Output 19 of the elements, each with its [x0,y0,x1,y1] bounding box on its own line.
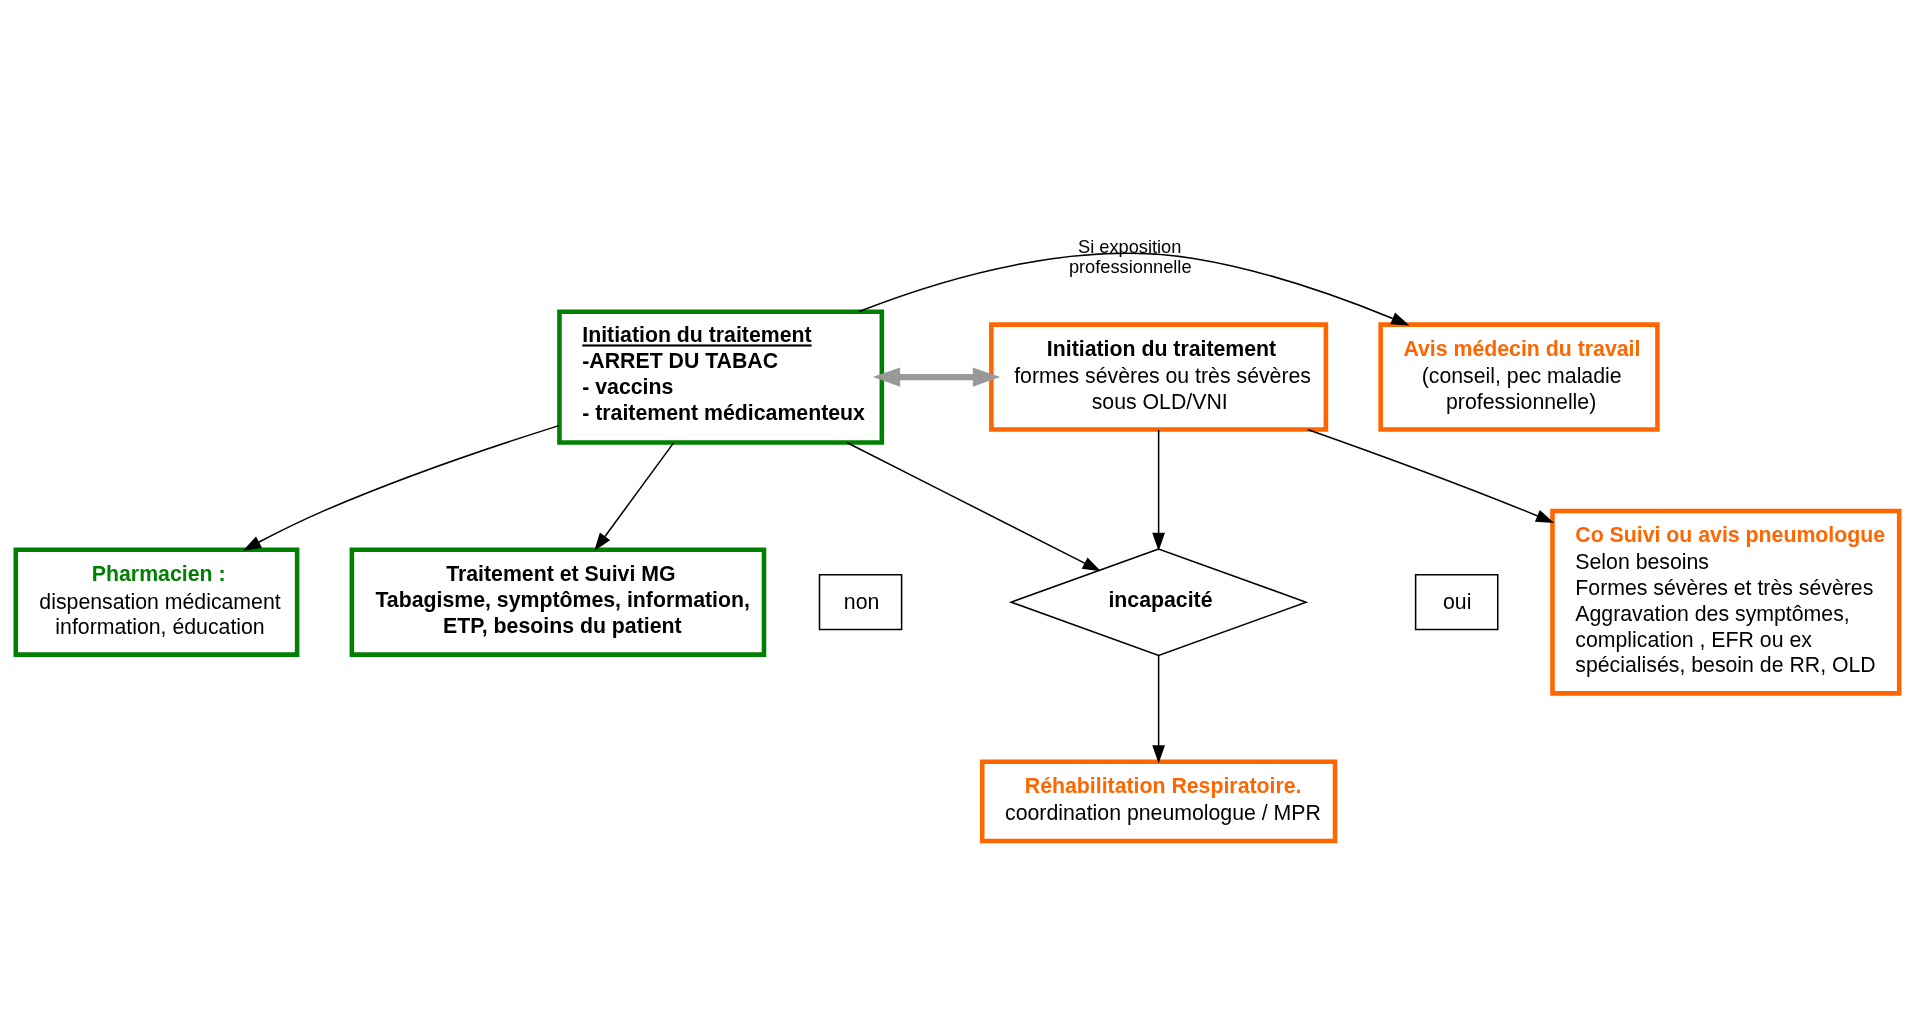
edge-label: Si exposition professionnelle [1068,236,1192,278]
arrow [593,442,674,552]
node-box: Avis médecin du travail (conseil, pec maladie professionnelle) [1377,322,1660,432]
arrow [1151,655,1165,764]
arrow [872,367,1000,387]
node-box: Initiation du traitement formes sévères ou très sévères sous OLD/VNI [988,322,1328,432]
arrow [242,424,560,551]
node-box: Pharmacien : dispensation médicament information, éducation [13,547,299,657]
arrow [857,252,1409,326]
node-diamond: incapacité [1008,548,1308,657]
node-box: Initiation du traitement -ARRET DU TABAC - vaccins - traitement médicamenteux [556,309,884,445]
node-box: Traitement et Suivi MG Tabagisme, symptômes, information, ETP, besoins du patient [349,547,766,657]
node-box: oui [1414,574,1498,631]
arrow [845,441,1101,572]
node-box: Co Suivi ou avis pneumologue Selon besoins Formes sévères et très sévères Aggravation des symptômes, complication , EFR ou ex spécialisés, besoin de RR, OLD [1549,508,1901,696]
arrow [1151,429,1165,551]
arrow [1306,428,1554,523]
node-box: non [818,574,902,631]
node-box: Réhabilitation Respiratoire. coordination pneumologue / MPR [979,759,1337,844]
